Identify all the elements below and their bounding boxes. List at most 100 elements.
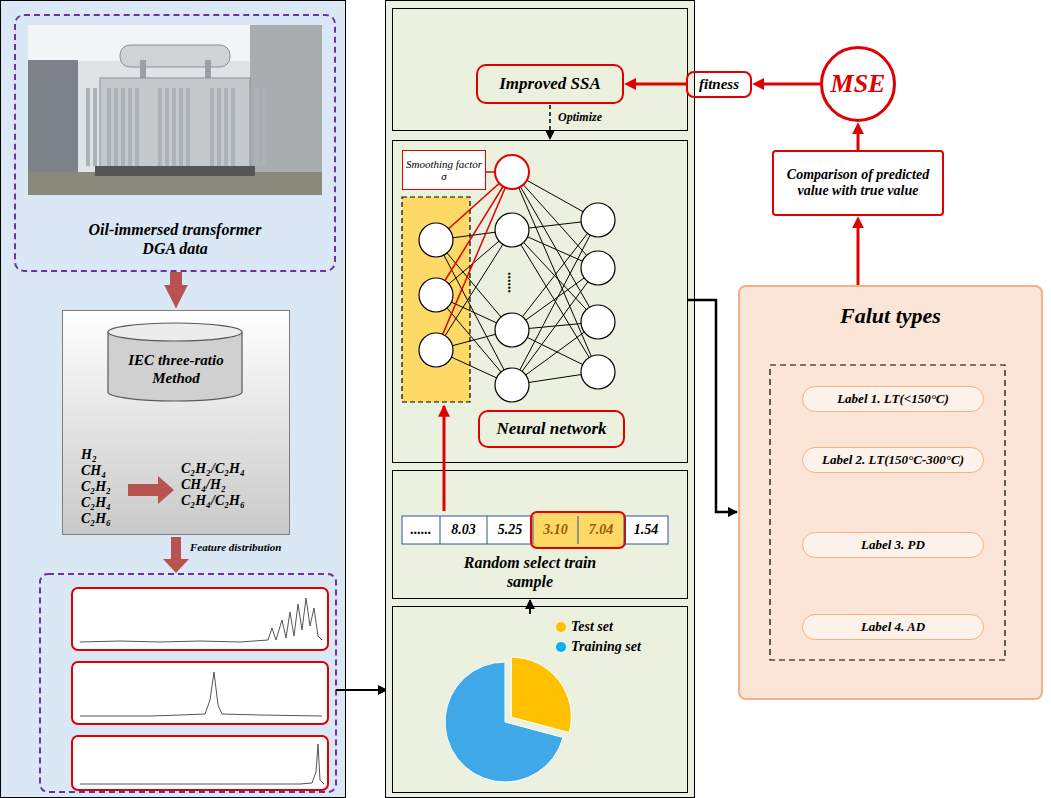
- art-polyline: [80, 672, 322, 716]
- caption-text: Random select train sample: [450, 553, 610, 591]
- network-title-box: Neural network: [478, 410, 625, 448]
- art-circle: [581, 305, 615, 339]
- annotation: Optimize: [558, 110, 602, 125]
- connector-arrow: [635, 83, 686, 86]
- art-rect: [62, 310, 290, 535]
- art-rect: [72, 588, 328, 650]
- art-rect: [28, 60, 78, 175]
- ellipsis-dots: ......: [503, 265, 521, 301]
- data-source-box: Oil-immersed transformer DGA data: [14, 14, 336, 272]
- legend-text: Test set: [571, 618, 613, 636]
- art-polygon: [128, 476, 174, 504]
- art-rect: [393, 607, 688, 793]
- art-rect: [386, 1, 695, 798]
- art-circle: [581, 251, 615, 285]
- art-circle: [495, 155, 529, 189]
- art-line: [487, 516, 488, 544]
- art-circle: [495, 313, 529, 347]
- art-rect: [40, 574, 336, 792]
- art-circle: [419, 333, 453, 367]
- art-rect: [250, 25, 322, 175]
- art-rect: [172, 88, 176, 166]
- node-text: Label 4. AD: [861, 619, 925, 635]
- fault-panel: Falut typesLabel 1. LT(<150°C)Label 2. L…: [738, 285, 1043, 700]
- art-rect: [531, 512, 625, 548]
- node-text: Smoothing factor σ: [403, 158, 485, 182]
- art-rect: [393, 141, 688, 463]
- art-ellipse: [108, 323, 242, 341]
- art-rect: [1, 1, 346, 798]
- table-cell: 8.03: [440, 516, 487, 544]
- art-rect: [135, 88, 139, 166]
- connector-arrow: [857, 133, 860, 150]
- comparison-box: Comparison of predicted value with true …: [772, 150, 944, 216]
- art-rect: [262, 88, 266, 166]
- art-rect: [165, 88, 169, 166]
- art-rect: [231, 88, 235, 166]
- art-rect: [738, 285, 1043, 700]
- table-cell: 3.10: [533, 516, 578, 544]
- table-cell: 5.25: [487, 516, 533, 544]
- fault-label-box: Label 4. AD: [802, 614, 984, 640]
- node-text: H₂ CH₄ C₂H₂ C₂H₄ C₂H₆: [81, 447, 141, 527]
- art-rect: [72, 736, 328, 790]
- art-rect: [95, 166, 255, 176]
- legend-swatch: [556, 642, 566, 652]
- art-g: [419, 203, 615, 402]
- art-line: [578, 516, 579, 544]
- node-text: Label 2. LT(150°C-300°C): [822, 452, 964, 468]
- art-rect: [393, 471, 688, 599]
- art-line: [533, 516, 534, 544]
- art-circle: [419, 278, 453, 312]
- node-text: fitness: [699, 76, 739, 93]
- art-rect: [158, 88, 162, 166]
- art-rect: [402, 197, 470, 402]
- art-circle: [581, 203, 615, 237]
- art-rect: [28, 25, 322, 195]
- art-circle: [495, 213, 529, 247]
- fault-label-box: Label 1. LT(<150°C): [802, 386, 984, 412]
- art-circle: [419, 223, 453, 257]
- art-g: [86, 88, 266, 166]
- art-circle: [495, 368, 529, 402]
- art-line: [529, 600, 531, 614]
- node-text: Comparison of predicted value with true …: [778, 167, 938, 199]
- art-line: [549, 105, 551, 139]
- art-line: [336, 689, 387, 691]
- art-rect: [100, 78, 250, 170]
- table-cell: 7.04: [578, 516, 624, 544]
- art-polygon: [163, 559, 189, 573]
- optimizer-box: Improved SSA: [476, 64, 624, 104]
- art-rect: [86, 88, 90, 166]
- connector-arrow: [170, 272, 182, 287]
- art-polyline: [80, 744, 324, 784]
- connector-arrow: [857, 227, 860, 285]
- art-g: [436, 172, 598, 385]
- art-rect: [217, 88, 221, 166]
- parameter-box: Smoothing factor σ: [402, 150, 486, 190]
- art-circle: [581, 355, 615, 389]
- node-text: IEC three-ratio Method: [120, 351, 232, 387]
- node-text: C₂H₂/C₂H₄ CH₄/H₂ C₂H₄/C₂H₆: [181, 461, 281, 509]
- art-g: [440, 516, 624, 544]
- art-rect: [128, 88, 132, 166]
- node-text: Label 3. PD: [861, 537, 925, 553]
- fault-label-box: Label 2. LT(150°C-300°C): [802, 447, 984, 473]
- legend-swatch: [556, 622, 566, 632]
- ratio-method-box: H₂ CH₄ C₂H₂ C₂H₄ C₂H₆ C₂H₂/C₂H₄ CH₄/H₂ C₂…: [62, 310, 290, 535]
- art-rect: [107, 88, 111, 166]
- art-rect: [121, 88, 125, 166]
- fitness-box: fitness: [686, 71, 752, 98]
- node-text: Label 1. LT(<150°C): [837, 391, 949, 407]
- table-cell: ......: [402, 516, 440, 544]
- art-rect: [179, 88, 183, 166]
- node-text: Oil-immersed transformer DGA data: [70, 220, 280, 258]
- art-rect: [770, 365, 1005, 660]
- node-text: Improved SSA: [499, 74, 601, 94]
- legend-text: Training set: [571, 638, 641, 656]
- connector-arrow: [763, 83, 820, 86]
- art-polyline: [80, 598, 322, 642]
- art-rect: [255, 88, 259, 166]
